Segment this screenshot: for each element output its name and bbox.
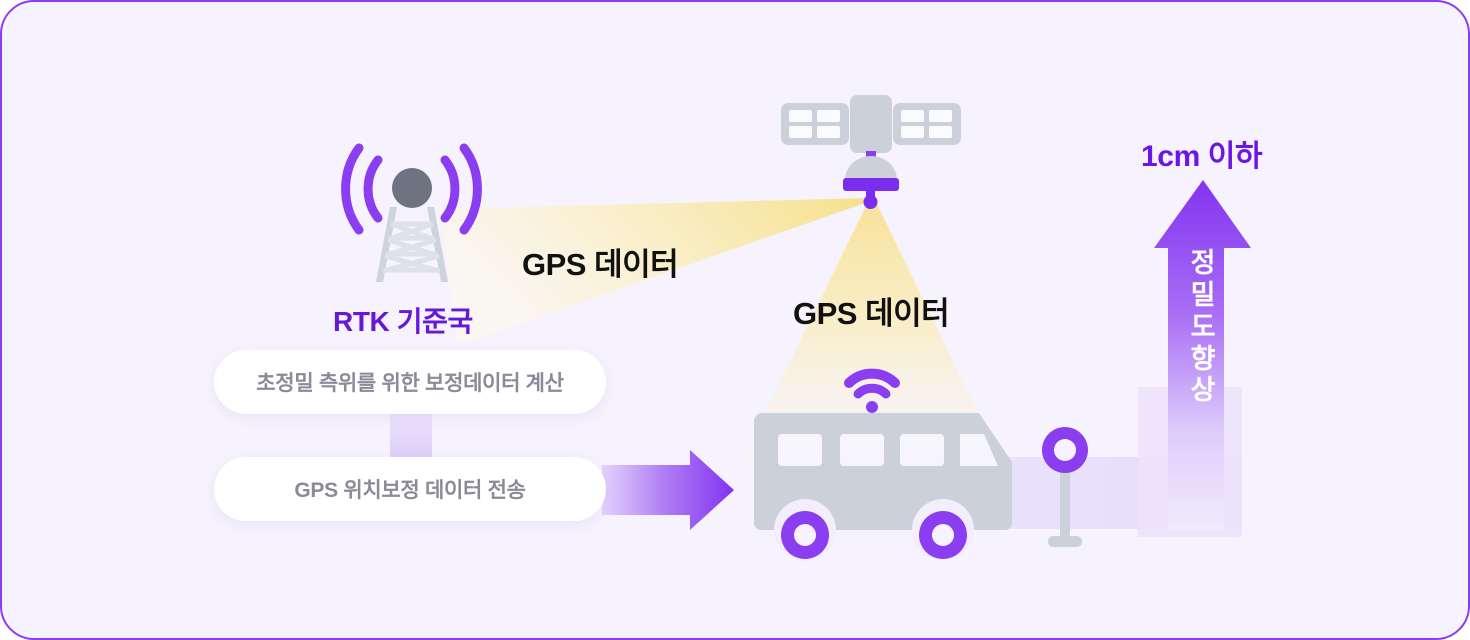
step-pill-1: 초정밀 측위를 위한 보정데이터 계산 bbox=[214, 350, 606, 414]
accuracy-headline: 1cm 이하 bbox=[1141, 140, 1263, 173]
arrow-right-icon bbox=[602, 450, 734, 530]
bus-icon bbox=[754, 413, 1012, 561]
beam-downlink bbox=[741, 198, 1002, 462]
beam-downlink-label: GPS 데이터 bbox=[793, 296, 950, 331]
accuracy-arrow-label: 정밀도 향상 bbox=[1190, 248, 1218, 406]
beam-uplink-label: GPS 데이터 bbox=[522, 247, 679, 282]
base-station-label: RTK 기준국 bbox=[333, 306, 473, 337]
radio-tower-icon bbox=[341, 143, 482, 282]
beam-uplink bbox=[440, 198, 868, 346]
step-pill-2: GPS 위치보정 데이터 전송 bbox=[214, 457, 606, 521]
step-connector bbox=[390, 414, 432, 458]
satellite-icon bbox=[781, 95, 961, 209]
map-pin-icon bbox=[1042, 427, 1088, 547]
arrow-up-icon bbox=[1154, 180, 1251, 530]
wifi-icon bbox=[844, 368, 900, 413]
